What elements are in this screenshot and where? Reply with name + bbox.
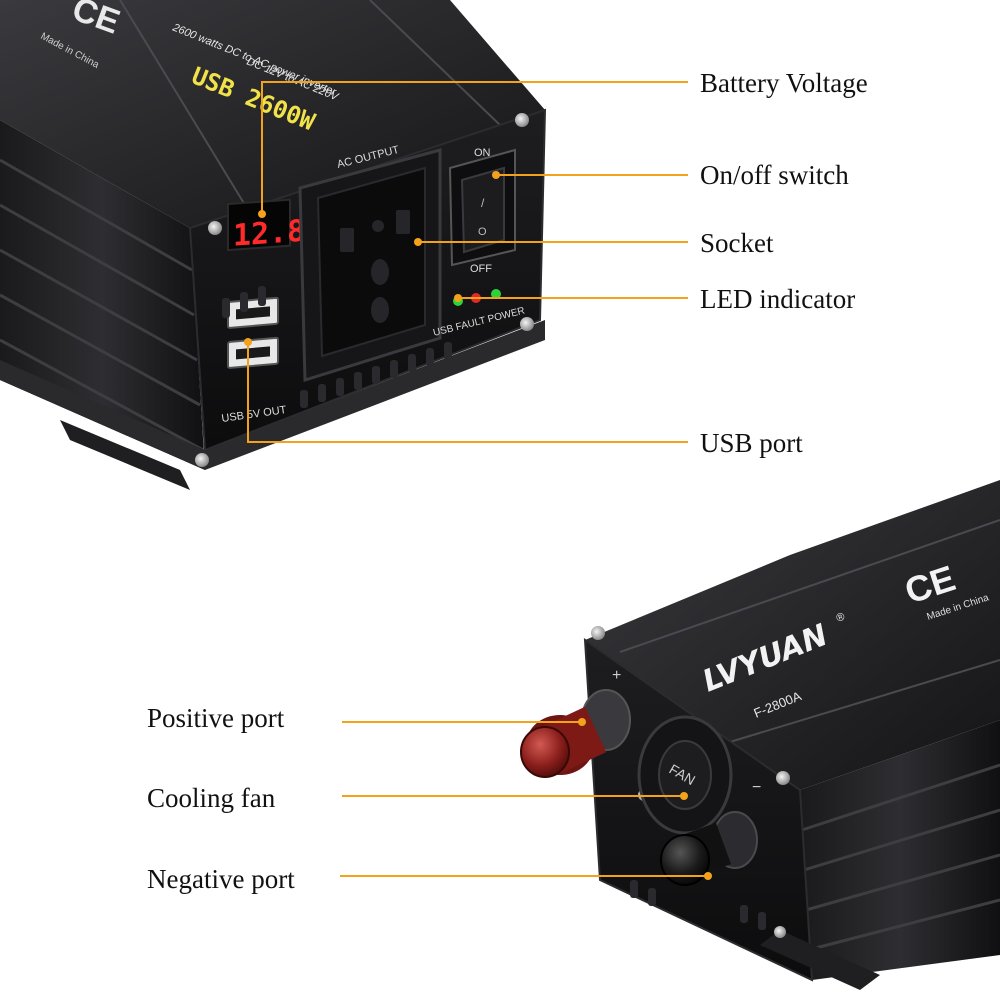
callout-line-usb-port [247, 342, 688, 443]
screw [208, 221, 222, 235]
callout-lines [244, 81, 712, 880]
top-inverter-vents [222, 286, 452, 408]
top-inverter-top-grooves [119, 0, 501, 206]
callout-negative-port: Negative port [147, 864, 295, 894]
top-inverter-foot [60, 420, 190, 490]
callout-on-off-switch: On/off switch [700, 160, 849, 190]
screw [774, 926, 786, 938]
bottom-inverter-top-grooves [619, 519, 1000, 746]
callout-led-indicator: LED indicator [700, 284, 856, 314]
callout-socket: Socket [700, 228, 774, 258]
socket-hole-ground [372, 220, 384, 232]
callout-battery-voltage: Battery Voltage [700, 68, 868, 98]
negative-port[interactable] [660, 834, 710, 886]
usb-port-2-slot [236, 346, 270, 360]
led-power [491, 289, 501, 299]
top-inverter-side-fins [0, 158, 204, 452]
callout-positive-port: Positive port [147, 703, 285, 733]
socket-hole-left [340, 228, 354, 252]
switch-off-symbol: O [478, 226, 487, 238]
on-off-switch-rocker[interactable] [460, 166, 505, 254]
minus-symbol: − [752, 779, 761, 796]
screw [195, 453, 209, 467]
bottom-inverter-side-panel [800, 720, 1000, 980]
top-inverter-top-panel [0, 0, 545, 228]
top-inverter-base-flange [0, 320, 545, 470]
cooling-fan-hub [658, 740, 712, 810]
callout-cooling-fan: Cooling fan [147, 783, 276, 813]
switch-on-symbol: / [481, 196, 485, 210]
socket-hole-bottom-a [371, 259, 389, 285]
positive-port[interactable] [520, 726, 570, 778]
switch-off-label: OFF [470, 263, 492, 275]
screw [515, 113, 529, 127]
callout-usb-port: USB port [700, 428, 803, 458]
ac-socket-face [316, 166, 426, 358]
plus-symbol: + [612, 667, 621, 684]
voltage-display [227, 198, 291, 252]
socket-hole-bottom-b [371, 297, 389, 323]
socket-hole-right [396, 210, 410, 234]
bottom-inverter-top-panel [585, 480, 1000, 790]
bottom-inverter-vents [630, 880, 766, 930]
screw [591, 626, 605, 640]
top-inverter: 12.8 CE Made in China 2600 watts DC to A… [0, 0, 547, 490]
voltage-display-value: 12.8 [233, 214, 305, 254]
bottom-inverter-foot [760, 930, 880, 990]
screw [520, 317, 534, 331]
callout-line-battery-voltage [261, 81, 688, 212]
bottom-inverter: LVYUAN ® F-2800A CE Made in China FAN + … [520, 480, 1000, 990]
bottom-inverter-side-fins [801, 763, 1000, 952]
screw [776, 771, 790, 785]
switch-on-label: ON [474, 147, 491, 159]
